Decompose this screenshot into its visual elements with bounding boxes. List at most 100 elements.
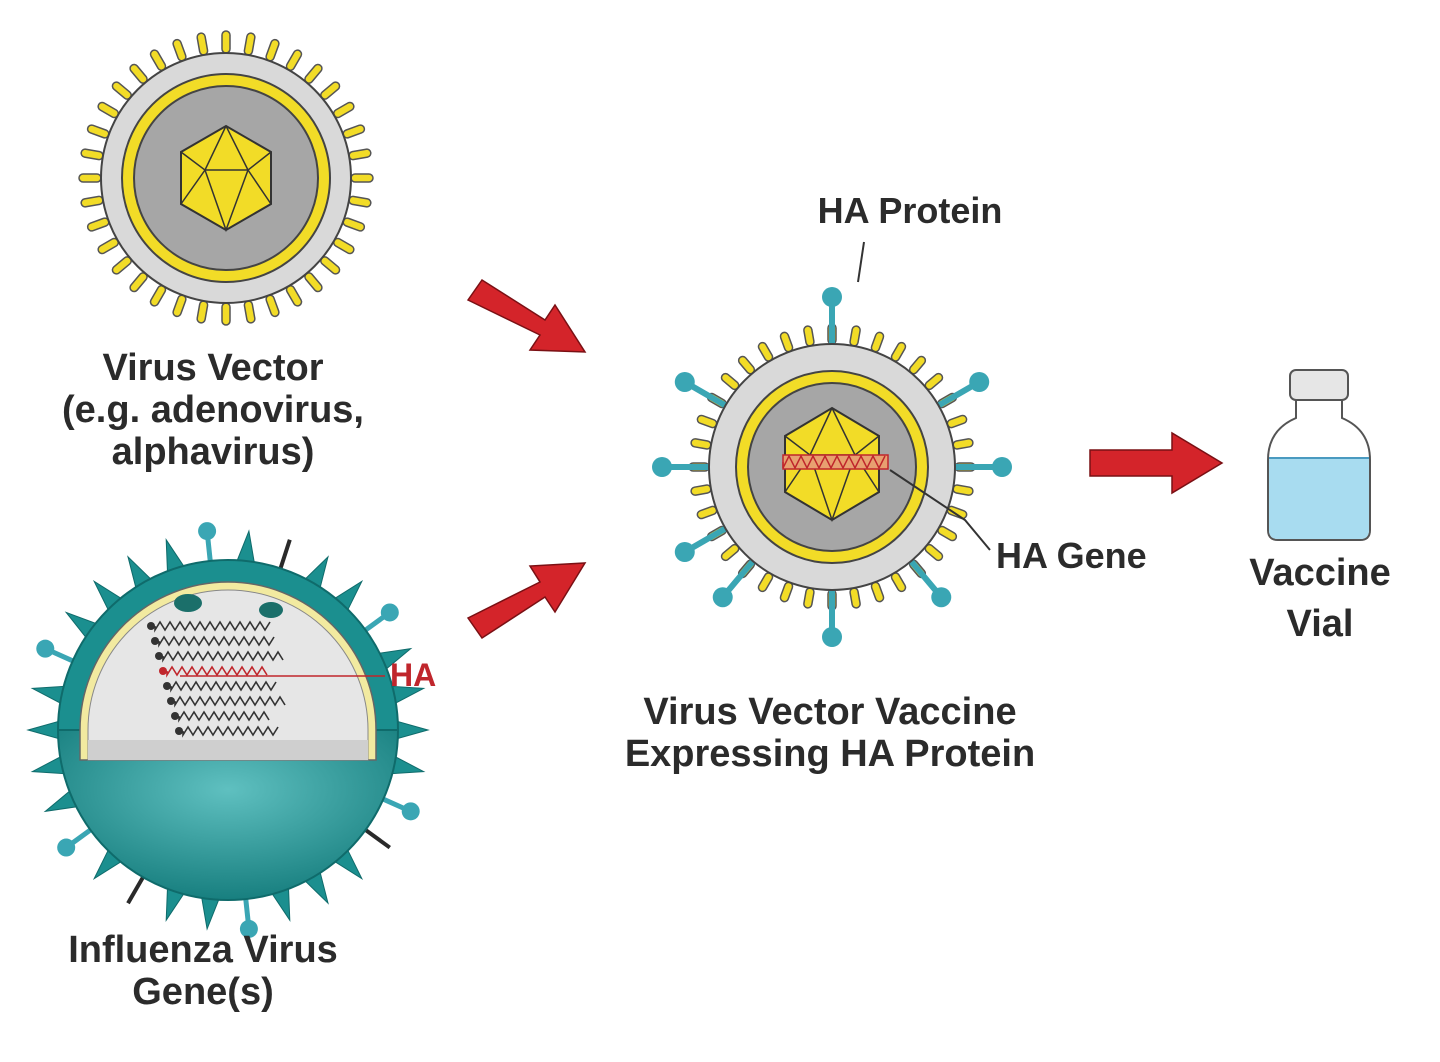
influenza-rod	[126, 874, 146, 905]
vector-label-line2: (e.g. adenovirus,	[62, 389, 364, 431]
ha-gene-segment	[166, 665, 268, 678]
influenza-gene-segments	[147, 620, 286, 738]
surface-spike	[172, 294, 187, 318]
surface-spike	[849, 587, 861, 609]
ha-protein-head	[674, 542, 695, 562]
influenza-spike	[200, 895, 221, 931]
ha-gene-label: HA Gene	[996, 535, 1147, 576]
segment-end	[167, 697, 175, 705]
influenza-rod	[278, 539, 292, 571]
vector-label-line3: alphavirus)	[112, 431, 315, 473]
influenza-spike	[26, 720, 61, 740]
gene-segment	[182, 725, 279, 738]
surface-spike	[265, 38, 280, 62]
surface-spike	[342, 217, 366, 232]
influenza-spike-head	[36, 639, 55, 658]
arrow-vector-to-vaccine	[466, 278, 587, 353]
vector-vaccine-particle	[652, 287, 1012, 647]
ha-protein-head	[992, 457, 1012, 477]
influenza-virus-particle: HA	[26, 522, 436, 938]
segment-end	[175, 727, 183, 735]
surface-spike	[80, 148, 104, 161]
ha-protein-leader	[857, 241, 865, 283]
influenza-spike-head	[239, 919, 258, 938]
ha-protein-head	[822, 627, 842, 647]
segment-end	[163, 682, 171, 690]
surface-spike	[946, 505, 968, 520]
surface-spike	[265, 294, 280, 318]
surface-spike	[803, 325, 815, 347]
surface-spike	[348, 148, 372, 161]
segment-end	[171, 712, 179, 720]
segment-end	[151, 637, 159, 645]
surface-spike	[779, 331, 794, 353]
ha-gene-strand	[782, 454, 889, 470]
influenza-label-line1: Influenza Virus	[68, 929, 338, 971]
influenza-rod	[362, 827, 391, 850]
ha-protein-head	[652, 457, 672, 477]
ha-protein-spikes	[652, 287, 1012, 647]
surface-spike	[350, 173, 374, 183]
influenza-spike-head	[401, 802, 420, 821]
vector-label-line1: Virus Vector	[102, 347, 323, 389]
vial-label-line2: Vial	[1287, 603, 1354, 645]
gene-segment	[158, 635, 275, 648]
influenza-spike-head	[380, 603, 399, 622]
surface-spike	[849, 325, 861, 347]
surface-spike	[80, 195, 104, 208]
vaccine-label-line2: Expressing HA Protein	[625, 733, 1035, 775]
surface-spike	[952, 438, 974, 450]
surface-spike	[196, 32, 209, 56]
ha-protein-head	[674, 372, 695, 392]
surface-spike	[221, 302, 231, 326]
surface-spike	[870, 581, 885, 603]
vaccine-vial-icon	[1267, 369, 1371, 541]
surface-spike	[221, 30, 231, 54]
surface-spike	[690, 438, 712, 450]
segment-end	[159, 667, 167, 675]
influenza-spike-head	[198, 522, 217, 541]
surface-spike	[952, 484, 974, 496]
surface-spike	[779, 581, 794, 603]
surface-spike	[690, 484, 712, 496]
surface-spike	[196, 300, 209, 324]
gene-segment	[174, 695, 286, 708]
ha-protein-head	[931, 587, 952, 608]
segment-end	[155, 652, 163, 660]
vaccine-label-line1: Virus Vector Vaccine	[643, 691, 1016, 733]
surface-spike	[342, 124, 366, 139]
surface-spike	[243, 300, 256, 324]
gene-segment	[162, 650, 284, 663]
vial-label-line1: Vaccine	[1249, 552, 1391, 594]
ha-protein-head	[712, 587, 733, 608]
arrow-vaccine-to-vial	[1089, 431, 1224, 495]
surface-spike	[696, 414, 718, 429]
arrow-influenza-to-vaccine	[466, 562, 587, 640]
ha-segment-label: HA	[390, 657, 436, 693]
surface-spike	[86, 217, 110, 232]
vector-capsid-icon	[180, 124, 272, 233]
influenza-label-line2: Gene(s)	[132, 971, 273, 1013]
virus-vector-particle	[78, 30, 374, 326]
surface-spike	[78, 173, 102, 183]
surface-spike	[946, 414, 968, 429]
ha-protein-label: HA Protein	[818, 190, 1003, 231]
influenza-spike-head	[57, 838, 76, 857]
ha-gene-leader	[889, 469, 991, 551]
surface-spike	[172, 38, 187, 62]
surface-spike	[696, 505, 718, 520]
surface-spike	[86, 124, 110, 139]
influenza-spike	[235, 529, 256, 565]
segment-end	[147, 622, 155, 630]
surface-spike	[803, 587, 815, 609]
surface-spike	[870, 331, 885, 353]
gene-segment	[178, 710, 270, 723]
gene-segment	[154, 620, 271, 633]
ha-protein-head	[822, 287, 842, 307]
surface-spike	[243, 32, 256, 56]
surface-spike	[348, 195, 372, 208]
gene-segment	[170, 680, 277, 693]
ha-protein-head	[969, 372, 990, 392]
influenza-spike	[395, 720, 430, 740]
